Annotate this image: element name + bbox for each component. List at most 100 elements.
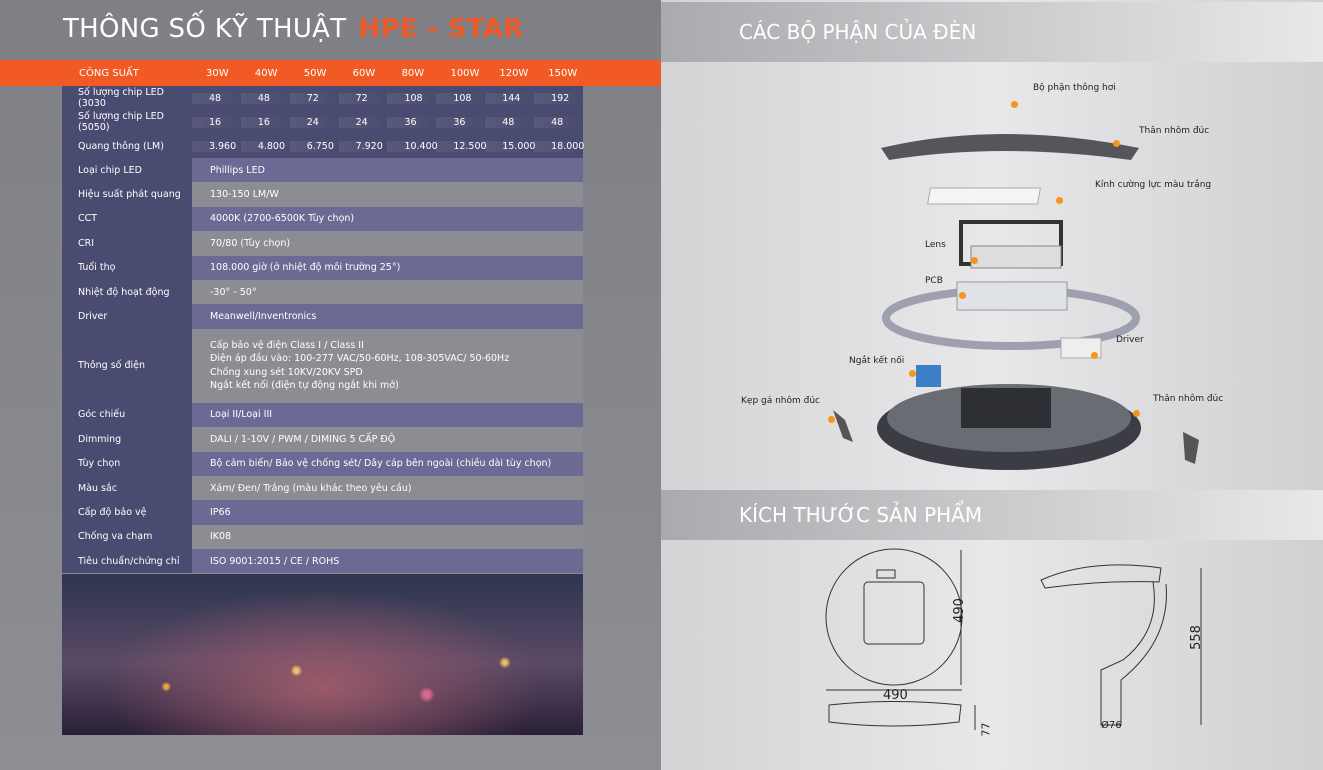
row-value: 108 bbox=[436, 92, 486, 104]
row-label: Số lượng chip LED (5050) bbox=[78, 111, 164, 133]
row-value: 18.000 bbox=[534, 140, 584, 152]
row-value: 16 bbox=[191, 116, 241, 128]
part-label-glass: Kính cường lực màu trắng bbox=[1095, 180, 1212, 190]
total-height-dimension: 558 bbox=[1188, 625, 1204, 650]
spec-label: Góc chiếu bbox=[62, 402, 192, 428]
row-value: 6.750 bbox=[289, 140, 339, 152]
row-value: 48 bbox=[534, 116, 583, 128]
power-value: 80W bbox=[401, 67, 425, 79]
row-value: 36 bbox=[436, 116, 486, 128]
row-value: 72 bbox=[338, 92, 388, 104]
parts-heading: CÁC BỘ PHẬN CỦA ĐÈN bbox=[661, 2, 1323, 62]
spec-value: 4000K (2700-6500K Tùy chọn) bbox=[192, 206, 583, 232]
power-value: 150W bbox=[548, 67, 578, 79]
spec-label: Nhiệt độ hoạt động bbox=[62, 279, 192, 305]
spec-label: Tiêu chuẩn/chứng chỉ bbox=[62, 549, 192, 574]
part-label-housing-bottom: Thân nhôm đúc bbox=[1153, 394, 1224, 404]
diameter-dimension: 490 bbox=[951, 598, 967, 623]
part-label-driver: Driver bbox=[1116, 335, 1144, 345]
spec-label: Chống va chạm bbox=[62, 524, 192, 550]
row-label: Quang thông (LM) bbox=[78, 140, 164, 152]
part-label-clamp: Kẹp gá nhôm đúc bbox=[741, 396, 821, 406]
row-value: 4.800 bbox=[240, 140, 290, 152]
spec-value: Loại II/Loại III bbox=[192, 402, 583, 428]
dimensions-heading: KÍCH THƯỚC SẢN PHẨM bbox=[661, 490, 1323, 540]
row-value: 10.400 bbox=[387, 140, 438, 152]
title-text: THÔNG SỐ KỸ THUẬT bbox=[63, 14, 347, 44]
row-value: 3.960 bbox=[191, 140, 241, 152]
city-night-image bbox=[62, 574, 583, 735]
spec-label: CCT bbox=[62, 206, 192, 232]
power-value: 60W bbox=[352, 67, 376, 79]
part-label-disconnect: Ngắt kết nối bbox=[849, 356, 905, 366]
spec-value: Xám/ Đen/ Trắng (màu khác theo yêu cầu) bbox=[192, 475, 583, 501]
brand-name: HPE - STAR bbox=[358, 14, 524, 44]
spec-label: Dimming bbox=[62, 427, 192, 452]
row-value: 12.500 bbox=[436, 140, 487, 152]
part-label-vent: Bộ phận thông hơi bbox=[1033, 83, 1116, 93]
exploded-lamp-diagram bbox=[833, 134, 1199, 470]
spec-value: 70/80 (Tùy chọn) bbox=[192, 231, 583, 256]
row-value: 48 bbox=[240, 92, 290, 104]
row-value: 16 bbox=[240, 116, 290, 128]
spec-row: Nhiệt độ hoạt động-30° - 50° bbox=[62, 279, 583, 305]
spec-label: CRI bbox=[62, 231, 192, 256]
row-label: Số lượng chip LED (3030 bbox=[78, 87, 164, 109]
spec-value-line: Chống xung sét 10KV/20KV SPD bbox=[210, 366, 363, 378]
power-value: 40W bbox=[254, 67, 278, 79]
row-value: 144 bbox=[485, 92, 535, 104]
pole-diameter-dimension: Ø76 bbox=[1101, 720, 1122, 731]
part-label-lens: Lens bbox=[925, 240, 946, 250]
row-value: 15.000 bbox=[485, 140, 535, 152]
row-value: 24 bbox=[338, 116, 388, 128]
spec-value: IP66 bbox=[192, 500, 583, 525]
page-title: THÔNG SỐ KỸ THUẬT HPE - STAR bbox=[63, 14, 523, 44]
spec-label: Màu sắc bbox=[62, 475, 192, 501]
spec-label: Thông số điện bbox=[62, 328, 192, 403]
power-label: CÔNG SUẤT bbox=[79, 67, 139, 79]
spec-value: Phillips LED bbox=[192, 158, 583, 183]
spec-value-line: Điện áp đầu vào: 100-277 VAC/50-60Hz, 10… bbox=[210, 353, 510, 365]
spec-label: Loại chip LED bbox=[62, 158, 192, 183]
part-label-pcb: PCB bbox=[925, 276, 943, 286]
power-value: 50W bbox=[303, 67, 327, 79]
row-value: 192 bbox=[534, 92, 583, 104]
height-dimension: 77 bbox=[979, 722, 993, 737]
spec-value: -30° - 50° bbox=[192, 279, 583, 305]
row-value: 72 bbox=[289, 92, 339, 104]
spec-value: 108.000 giờ (ở nhiệt độ môi trường 25°) bbox=[192, 255, 583, 280]
width-dimension: 490 bbox=[883, 688, 908, 703]
spec-value: ISO 9001:2015 / CE / ROHS bbox=[192, 549, 583, 574]
row-value: 48 bbox=[485, 116, 535, 128]
row-value: 48 bbox=[191, 92, 241, 104]
part-label-housing-top: Thân nhôm đúc bbox=[1139, 126, 1210, 136]
row-value: 36 bbox=[387, 116, 437, 128]
spec-value: 130-150 LM/W bbox=[192, 182, 583, 207]
spec-label: Cấp độ bảo vệ bbox=[62, 500, 192, 525]
spec-value: Bộ cảm biến/ Bảo vệ chống sét/ Dây cáp b… bbox=[192, 451, 583, 476]
power-value: 120W bbox=[499, 67, 529, 79]
parts-page: CÁC BỘ PHẬN CỦA ĐÈN Bộ phận thông hơi Th… bbox=[661, 0, 1323, 770]
spec-value-line: Ngắt kết nối (điện tự động ngắt khi mở) bbox=[210, 380, 399, 392]
spec-label: Tuổi thọ bbox=[62, 255, 192, 280]
row-value: 24 bbox=[289, 116, 339, 128]
spec-label: Hiệu suất phát quang bbox=[62, 182, 192, 207]
